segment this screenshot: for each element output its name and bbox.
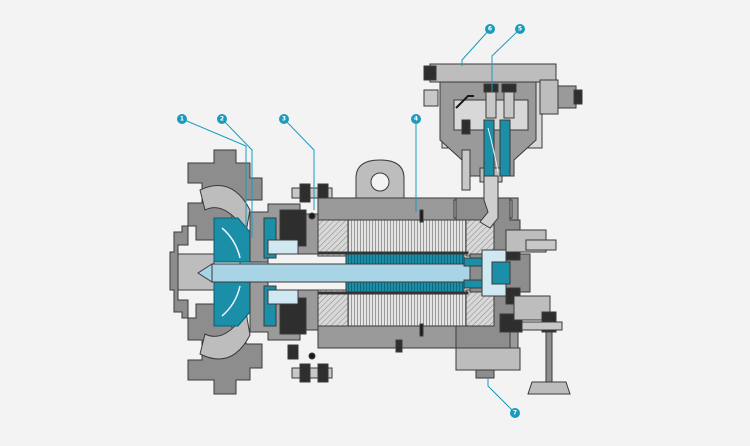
leader-lines: [181, 28, 521, 414]
leader-line-7: [487, 378, 516, 414]
rear-end-cover: [455, 197, 557, 379]
callout-5: 5: [515, 24, 525, 34]
callout-6-label: 6: [488, 26, 492, 33]
callout-3-label: 3: [282, 116, 286, 123]
callout-1-label: 1: [180, 116, 184, 123]
callout-7: 7: [510, 408, 520, 418]
callout-4-label: 4: [414, 116, 418, 123]
casing-cover: [249, 203, 319, 341]
callout-2-label: 2: [220, 116, 224, 123]
callout-2: 2: [217, 114, 227, 124]
callout-6: 6: [485, 24, 495, 34]
support-foot: [521, 311, 571, 395]
flange-bolts: [287, 183, 333, 383]
cable-conduit: [479, 119, 511, 229]
callout-5-label: 5: [518, 26, 522, 33]
callout-4: 4: [411, 114, 421, 124]
callout-1: 1: [177, 114, 187, 124]
leader-line-3: [283, 118, 315, 210]
leader-line-2: [221, 118, 253, 238]
leader-line-6: [461, 28, 491, 66]
callout-3: 3: [279, 114, 289, 124]
callout-7-label: 7: [513, 410, 517, 417]
leader-line-5: [491, 28, 521, 92]
leader-line-1: [181, 118, 247, 228]
shaft: [197, 263, 531, 283]
